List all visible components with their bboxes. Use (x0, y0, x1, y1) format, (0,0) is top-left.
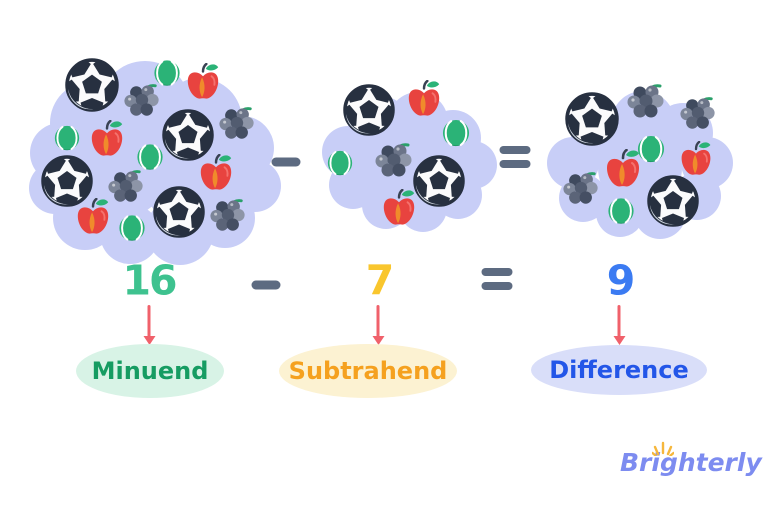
sun-rays-icon (652, 441, 674, 456)
tennis-icon (136, 143, 164, 171)
equals-operator-top: = (499, 146, 531, 168)
tennis-icon (607, 197, 635, 225)
subtrahend-label: Subtrahend (279, 344, 457, 398)
brighterly-logo-text: Brighterly (620, 448, 762, 477)
difference-label-text: Difference (549, 356, 689, 384)
subtrahend-number: 7 (365, 256, 394, 305)
tennis-icon (118, 214, 146, 242)
tennis-icon (153, 59, 181, 87)
tennis-icon (326, 149, 354, 177)
difference-arrow-icon (617, 305, 621, 337)
equals-operator-row: = (481, 268, 513, 290)
minuend-arrow-icon (147, 305, 151, 337)
equals-bar (499, 160, 531, 168)
minus-operator-row: − (251, 280, 281, 290)
difference-number: 9 (606, 256, 635, 305)
subtrahend-label-text: Subtrahend (288, 357, 448, 385)
minus-operator-top: − (271, 157, 301, 167)
tennis-icon (441, 118, 471, 148)
apple-icon (407, 80, 441, 117)
minuend-label: Minuend (76, 344, 224, 398)
apple-icon (186, 63, 220, 100)
difference-cloud (547, 84, 733, 239)
equals-bar (499, 146, 531, 154)
equals-bar (481, 282, 513, 290)
minuend-label-text: Minuend (91, 357, 209, 385)
equals-bar (481, 268, 513, 276)
subtrahend-cloud (322, 80, 497, 232)
brighterly-logo: Brighterly (620, 441, 762, 477)
subtrahend-arrow-icon (376, 305, 380, 337)
tennis-icon (53, 124, 81, 152)
tennis-icon (636, 134, 666, 164)
minuend-number: 16 (122, 256, 177, 305)
minuend-cloud (29, 28, 281, 265)
difference-label: Difference (531, 345, 707, 395)
